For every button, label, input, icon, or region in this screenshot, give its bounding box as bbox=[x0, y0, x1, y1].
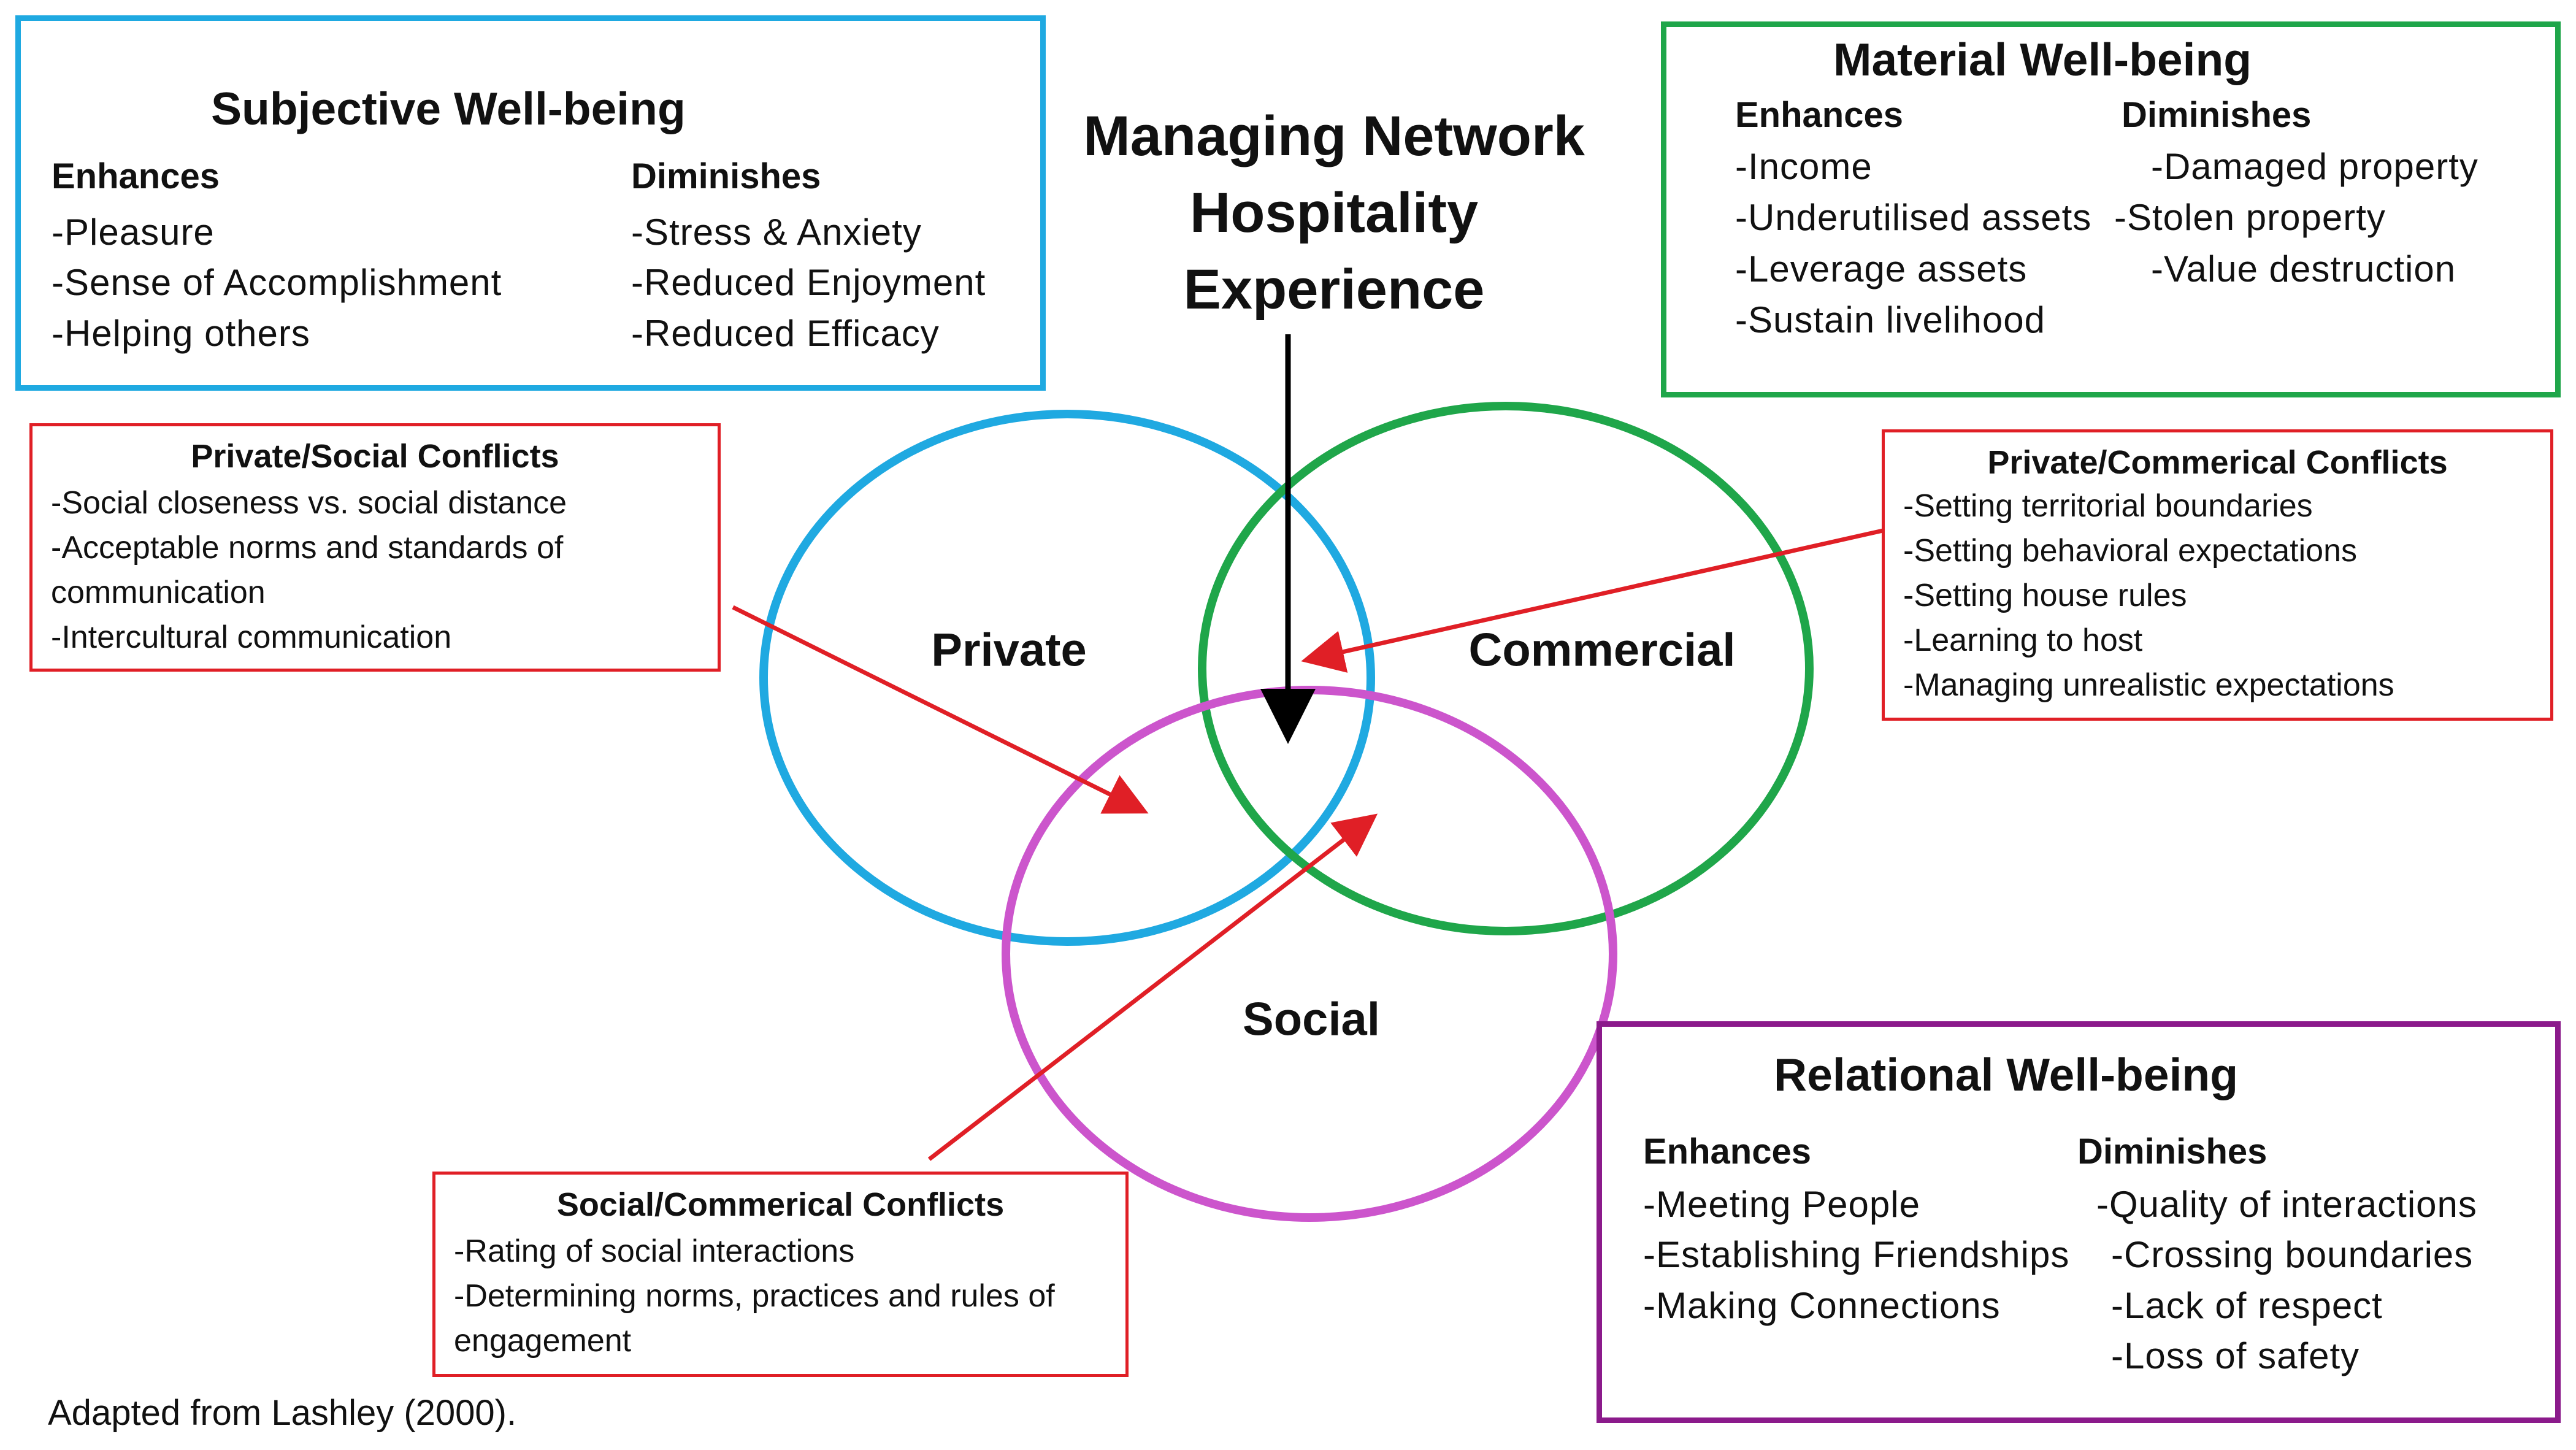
private-commercial-conflict-item: -Setting behavioral expectations bbox=[1903, 533, 2358, 569]
material-enhance-item: -Leverage assets bbox=[1735, 248, 2028, 290]
private-commercial-arrow bbox=[1301, 528, 1884, 673]
relational-enhances-heading: Enhances bbox=[1643, 1132, 1811, 1172]
material-enhance-item: -Sustain livelihood bbox=[1735, 299, 2045, 340]
main-title-line1: Managing Network bbox=[1083, 105, 1585, 167]
subjective-wellbeing-box: Subjective Well-being Enhances -Pleasure… bbox=[15, 15, 1046, 391]
relational-enhance-item: -Meeting People bbox=[1643, 1184, 1920, 1225]
private-commercial-conflict-item: -Managing unrealistic expectations bbox=[1903, 667, 2394, 703]
relational-diminish-item: -Loss of safety bbox=[2111, 1335, 2360, 1376]
private-social-conflict-item: communication bbox=[51, 575, 266, 610]
subjective-enhance-item: -Helping others bbox=[52, 313, 310, 354]
social-label: Social bbox=[1243, 993, 1380, 1046]
material-diminish-item: -Value destruction bbox=[2151, 248, 2456, 290]
relational-wellbeing-title: Relational Well-being bbox=[1774, 1049, 2239, 1100]
subjective-diminish-item: -Reduced Efficacy bbox=[631, 313, 940, 354]
private-circle bbox=[759, 410, 1375, 946]
private-commercial-conflict-item: -Learning to host bbox=[1903, 623, 2143, 658]
subjective-enhances-heading: Enhances bbox=[52, 156, 220, 196]
relational-diminish-item: -Crossing boundaries bbox=[2111, 1234, 2474, 1275]
commercial-label: Commercial bbox=[1468, 624, 1736, 677]
private-social-conflict-item: -Social closeness vs. social distance bbox=[51, 485, 567, 521]
material-enhances-heading: Enhances bbox=[1735, 95, 1903, 135]
relational-diminish-item: -Quality of interactions bbox=[2096, 1184, 2477, 1225]
subjective-diminish-item: -Reduced Enjoyment bbox=[631, 262, 986, 303]
private-social-conflict-item: -Intercultural communication bbox=[51, 620, 452, 655]
subjective-enhance-item: -Sense of Accomplishment bbox=[52, 262, 502, 303]
social-circle bbox=[1002, 686, 1617, 1222]
social-commercial-conflicts-box: Social/Commerical Conflicts -Rating of s… bbox=[432, 1172, 1129, 1377]
social-commercial-conflict-item: -Rating of social interactions bbox=[454, 1233, 855, 1269]
material-wellbeing-box: Material Well-being Enhances -Income -Un… bbox=[1661, 21, 2561, 397]
relational-enhance-item: -Making Connections bbox=[1643, 1285, 2001, 1326]
private-social-conflicts-title: Private/Social Conflicts bbox=[191, 438, 559, 475]
commercial-circle bbox=[1198, 402, 1814, 935]
relational-wellbeing-box: Relational Well-being Enhances -Meeting … bbox=[1597, 1021, 2561, 1423]
material-diminishes-heading: Diminishes bbox=[2122, 95, 2312, 135]
subjective-diminishes-heading: Diminishes bbox=[631, 156, 821, 196]
relational-enhance-item: -Establishing Friendships bbox=[1643, 1234, 2070, 1275]
material-diminish-item: -Damaged property bbox=[2151, 146, 2478, 187]
subjective-wellbeing-title: Subjective Well-being bbox=[211, 83, 686, 134]
relational-diminish-item: -Lack of respect bbox=[2111, 1285, 2383, 1326]
private-label: Private bbox=[931, 624, 1087, 677]
source-caption: Adapted from Lashley (2000). bbox=[48, 1393, 517, 1433]
social-commercial-conflicts-title: Social/Commerical Conflicts bbox=[556, 1186, 1005, 1223]
main-title-line2: Hospitality bbox=[1189, 182, 1479, 244]
social-commercial-conflict-item: engagement bbox=[454, 1323, 632, 1359]
material-wellbeing-title: Material Well-being bbox=[1833, 34, 2252, 85]
material-enhance-item: -Income bbox=[1735, 146, 1873, 187]
social-commercial-conflict-item: -Determining norms, practices and rules … bbox=[454, 1278, 1055, 1314]
subjective-diminish-item: -Stress & Anxiety bbox=[631, 212, 922, 253]
private-commercial-conflict-item: -Setting territorial boundaries bbox=[1903, 488, 2313, 524]
social-commercial-arrow bbox=[927, 813, 1378, 1161]
private-commercial-conflicts-title: Private/Commerical Conflicts bbox=[1987, 444, 2448, 481]
private-social-arrow bbox=[732, 605, 1149, 814]
material-enhance-item: -Underutilised assets bbox=[1735, 197, 2092, 238]
private-social-conflict-item: -Acceptable norms and standards of bbox=[51, 530, 564, 566]
material-diminish-item: -Stolen property bbox=[2114, 197, 2386, 238]
private-social-conflicts-box: Private/Social Conflicts -Social closene… bbox=[29, 423, 721, 672]
private-commercial-conflicts-box: Private/Commerical Conflicts -Setting te… bbox=[1882, 429, 2553, 721]
subjective-enhance-item: -Pleasure bbox=[52, 212, 215, 253]
relational-diminishes-heading: Diminishes bbox=[2077, 1132, 2267, 1172]
main-title: Managing Network Hospitality Experience bbox=[1043, 98, 1625, 328]
private-commercial-conflict-item: -Setting house rules bbox=[1903, 578, 2187, 613]
main-title-line3: Experience bbox=[1183, 258, 1485, 321]
